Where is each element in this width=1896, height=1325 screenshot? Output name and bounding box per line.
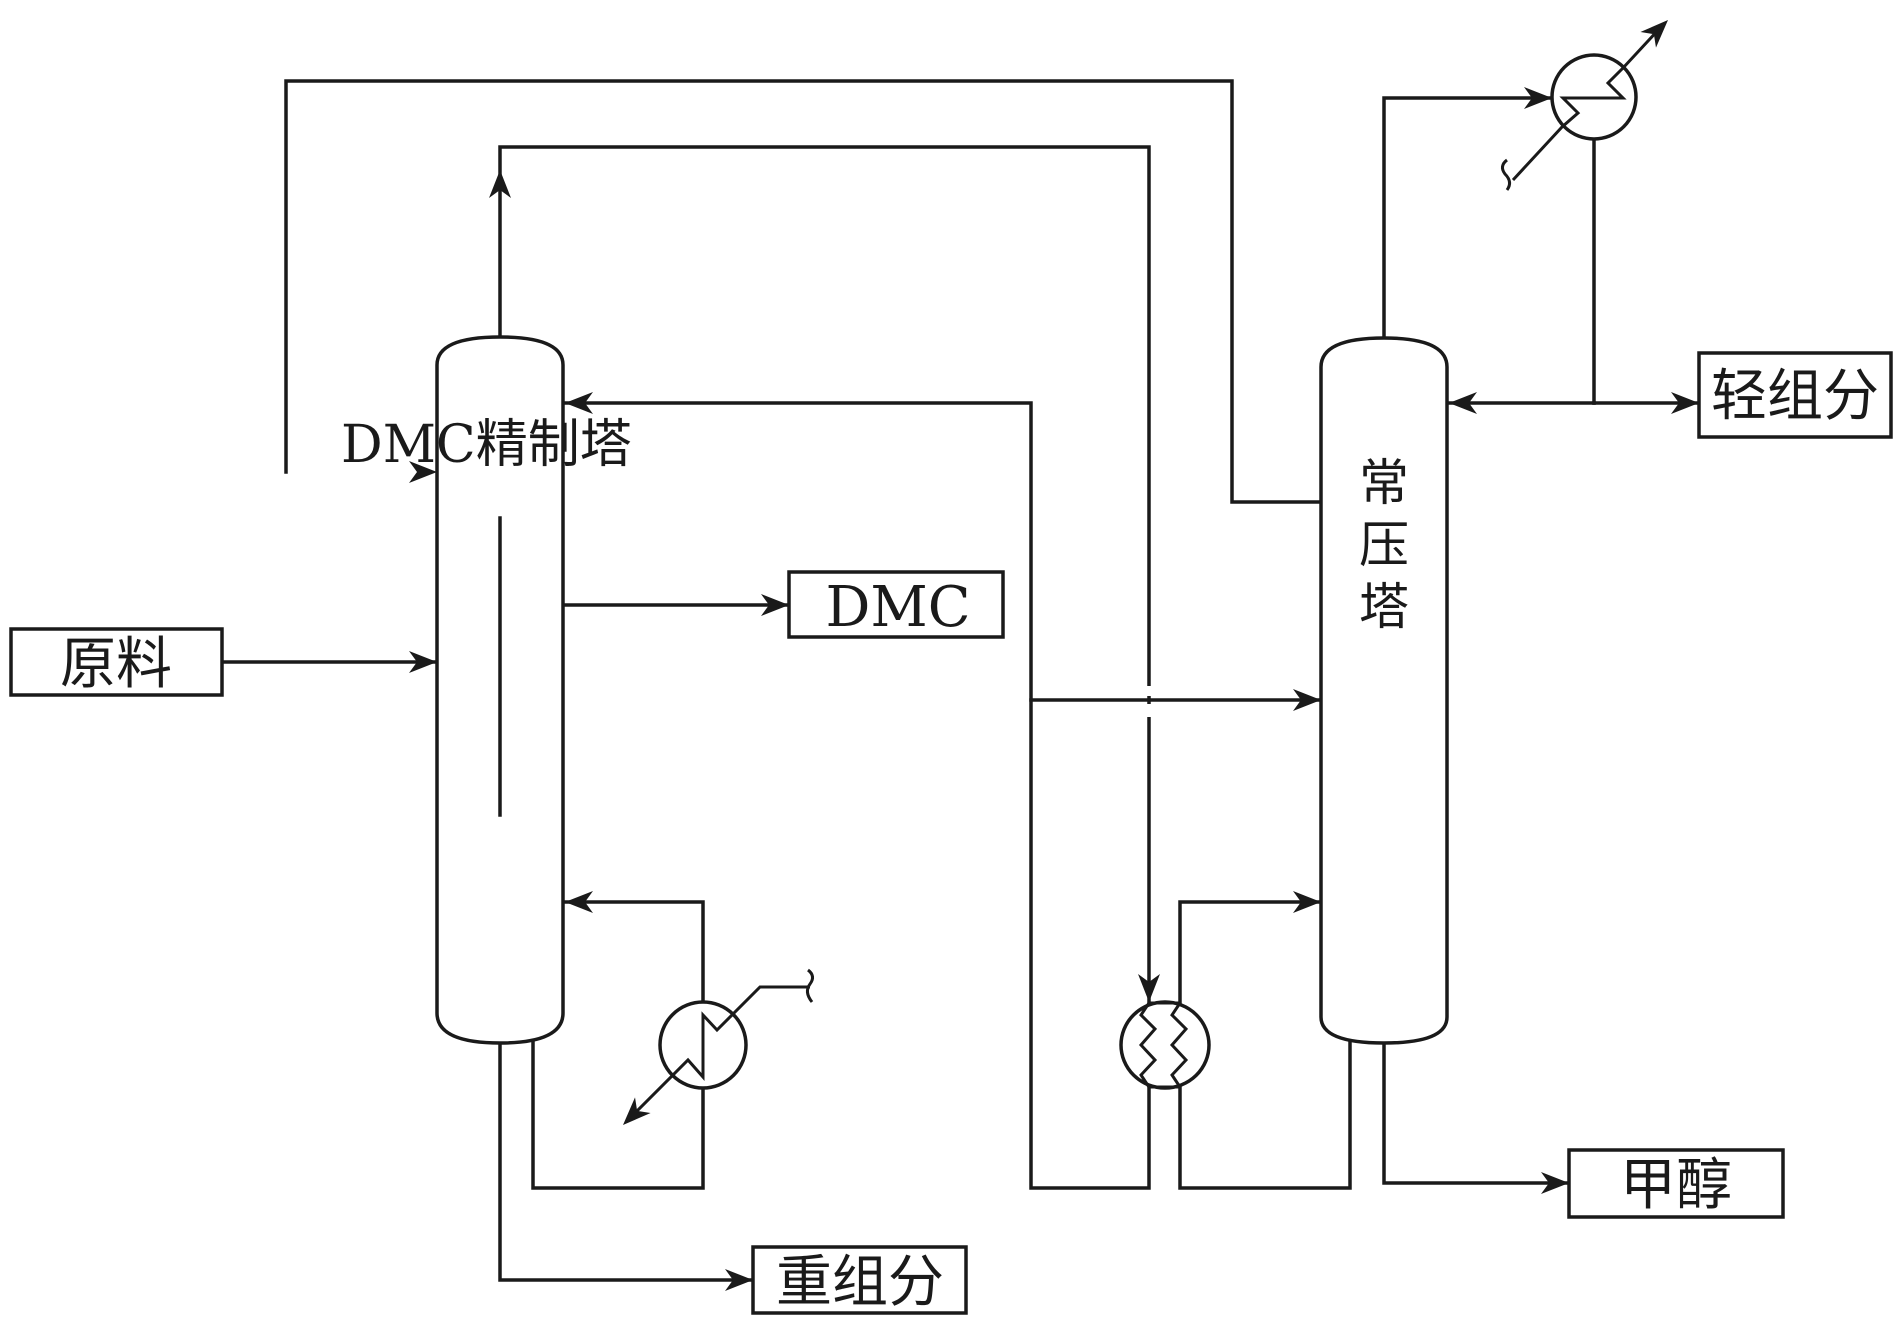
- heavy-components-box[interactable]: 重组分: [751, 1245, 968, 1315]
- atm-bottom-loop-pipe: [1178, 1038, 1352, 1190]
- heavy-components-label: 重组分: [776, 1250, 944, 1315]
- heat-exchanger-icon: [1119, 1000, 1211, 1090]
- feed-label: 原料: [60, 632, 172, 697]
- methanol-box[interactable]: 甲醇: [1567, 1148, 1785, 1219]
- arrow-heavy-out: [725, 1269, 753, 1291]
- arrow-recycle-in: [409, 461, 437, 483]
- light-components-label: 轻组分: [1711, 364, 1879, 429]
- arrow-exchanger-in: [1138, 974, 1160, 1002]
- heavy-pipe: [498, 1041, 755, 1282]
- atmospheric-column-shell: [1319, 336, 1449, 1045]
- arrow-condenser-in: [1524, 87, 1552, 109]
- arrow-dmc-out: [761, 594, 789, 616]
- reboiler-icon: [628, 968, 815, 1120]
- arrow-atm-feed-in: [1293, 689, 1321, 711]
- condenser-icon: [1500, 26, 1662, 191]
- arrow-coolant-out: [1640, 20, 1668, 48]
- exchanger-outlet-pipe: [1178, 900, 1323, 1005]
- pipe-network: [220, 79, 1701, 1282]
- dmc-column-label: DMC精制塔: [341, 415, 632, 475]
- feed-box[interactable]: 原料: [9, 627, 224, 697]
- arrow-exchanger-out: [1293, 891, 1321, 913]
- reboiler-loop-pipe: [531, 1038, 705, 1190]
- arrow-reboil-in: [565, 891, 593, 913]
- atm-bottoms-return-pipe: [561, 401, 1151, 1190]
- arrow-feed-in: [409, 651, 437, 673]
- arrow-reflux-in: [565, 392, 593, 414]
- arrow-methanol-out: [1541, 1172, 1569, 1194]
- flow-arrows: [409, 20, 1699, 1291]
- atmospheric-column-label-char-2: 压: [1359, 516, 1409, 574]
- dmc-refining-column: [435, 335, 565, 1045]
- arrow-steam-out: [623, 1097, 651, 1125]
- outer-recycle-pipe: [284, 79, 1323, 504]
- dmc-overhead-vapor-pipe: [498, 145, 1151, 1005]
- arrow-atm-reflux-in: [1449, 392, 1477, 414]
- pipe-crossing-gap-bottom: [1144, 704, 1154, 717]
- methanol-label: 甲醇: [1620, 1153, 1732, 1218]
- reboiler-return-pipe: [561, 900, 705, 1004]
- light-components-box[interactable]: 轻组分: [1697, 351, 1893, 439]
- atm-overhead-pipe: [1382, 96, 1554, 340]
- dmc-product-label: DMC: [825, 575, 970, 640]
- pipe-crossing-gap-top: [1144, 686, 1154, 696]
- dmc-product-box[interactable]: DMC: [787, 570, 1005, 640]
- atmospheric-column-label-char-3: 塔: [1359, 578, 1409, 636]
- atmospheric-column: [1319, 336, 1449, 1045]
- arrow-vapor-up: [489, 170, 511, 198]
- atmospheric-column-label-char-1: 常: [1359, 454, 1409, 512]
- arrow-light-ends-out: [1671, 392, 1699, 414]
- methanol-pipe: [1382, 1041, 1571, 1185]
